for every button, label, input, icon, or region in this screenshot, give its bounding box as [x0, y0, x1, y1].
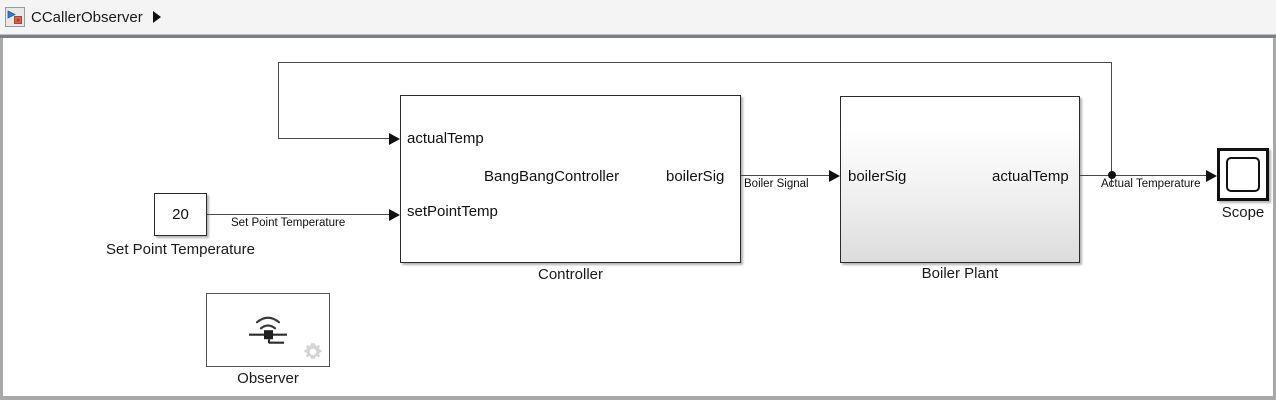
signal-probe-icon — [245, 309, 291, 349]
model-canvas[interactable]: 20 Set Point Temperature Set Point Tempe… — [0, 38, 1276, 400]
setpoint-wire — [207, 214, 390, 215]
feedback-wire-vertical-left — [278, 62, 279, 138]
boiler-signal-wire — [741, 175, 836, 176]
controller-inner-label-bangbangcontroller: BangBangController — [484, 168, 620, 185]
feedback-wire-horizontal-top — [278, 62, 1112, 63]
actual-temperature-arrowhead — [1206, 170, 1217, 182]
subsystem-block-controller[interactable] — [400, 95, 741, 263]
breadcrumb-model-name[interactable]: CCallerObserver — [31, 8, 143, 26]
scope-screen — [1226, 157, 1260, 192]
controller-outport-label-boilersig: boilerSig — [666, 168, 725, 185]
boiler-plant-outport-label-actualtemp: actualTemp — [992, 168, 1069, 185]
block-label-set-point-temperature: Set Point Temperature — [106, 241, 255, 258]
boiler-plant-inport-label-boilersig: boilerSig — [848, 168, 907, 185]
signal-label-boiler-signal: Boiler Signal — [744, 178, 809, 190]
constant-value: 20 — [172, 206, 189, 223]
breadcrumb: CCallerObserver — [0, 0, 1276, 38]
signal-label-set-point-temperature: Set Point Temperature — [231, 217, 346, 229]
block-label-boiler-plant: Boiler Plant — [921, 265, 999, 282]
feedback-wire-horizontal-into-controller — [278, 138, 390, 139]
block-label-observer: Observer — [237, 370, 299, 387]
play-triangle-icon[interactable] — [152, 11, 161, 23]
gear-icon[interactable] — [302, 341, 324, 363]
block-label-controller: Controller — [537, 266, 604, 283]
setpoint-wire-arrowhead — [389, 209, 400, 221]
boiler-signal-arrowhead — [829, 170, 840, 182]
signal-label-actual-temperature: Actual Temperature — [1101, 178, 1201, 190]
scope-block[interactable] — [1217, 148, 1269, 201]
feedback-wire-arrowhead — [389, 133, 400, 145]
actual-temperature-branch-junction — [1108, 171, 1116, 179]
block-label-scope: Scope — [1221, 204, 1265, 221]
observer-block[interactable] — [206, 293, 330, 367]
subsystem-block-boiler-plant[interactable] — [840, 96, 1080, 263]
simulink-model-icon — [5, 7, 25, 27]
feedback-wire-vertical-right — [1111, 62, 1112, 186]
controller-inport-label-actualtemp: actualTemp — [407, 130, 484, 147]
controller-inport-label-setpointtemp: setPointTemp — [407, 203, 498, 220]
actual-temperature-wire — [1080, 175, 1214, 176]
constant-block-set-point-temperature[interactable]: 20 — [154, 193, 207, 236]
